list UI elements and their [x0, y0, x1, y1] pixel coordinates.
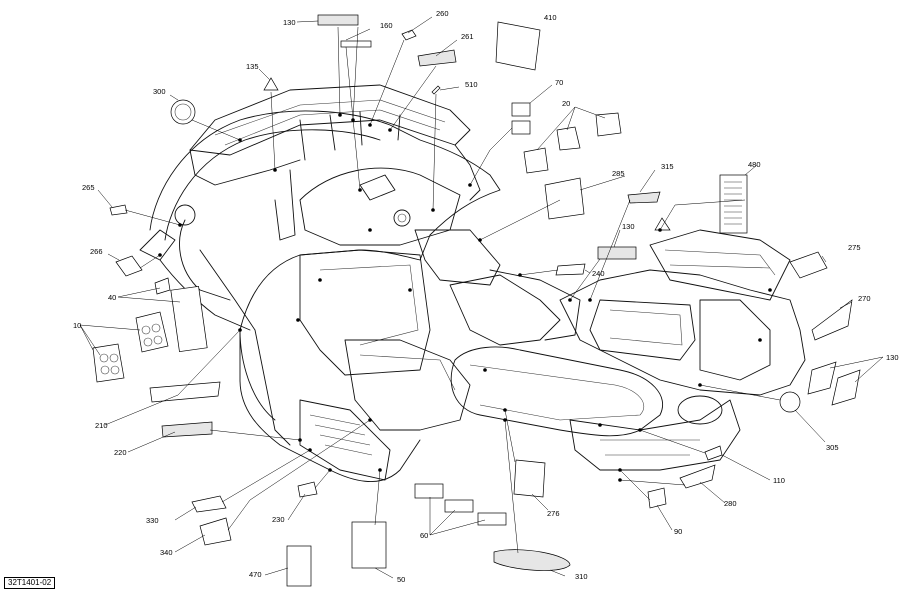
decal-315: [627, 191, 661, 204]
decal-276: [513, 459, 546, 498]
decal-70-b: [511, 120, 531, 135]
decal-410: [495, 21, 541, 71]
decal-40-large: [170, 285, 208, 353]
callout-240: 240: [592, 269, 605, 278]
callout-276: 276: [547, 509, 560, 518]
callout-330: 330: [146, 516, 159, 525]
leader-lines: [79, 16, 884, 579]
callout-270: 270: [858, 294, 871, 303]
callout-410: 410: [544, 13, 557, 22]
callout-275: 275: [848, 243, 861, 252]
decal-10-a: [135, 311, 169, 353]
decal-warning-triangle-rear: [654, 217, 671, 231]
decal-265: [109, 204, 128, 216]
decal-70-a: [511, 102, 531, 117]
decal-90: [647, 487, 667, 509]
callout-261: 261: [461, 32, 474, 41]
callout-230: 230: [272, 515, 285, 524]
decal-110: [704, 445, 723, 461]
decal-10-b: [92, 343, 125, 383]
decal-20-b: [595, 112, 622, 137]
decal-261: [417, 49, 457, 67]
callout-305: 305: [826, 443, 839, 452]
callout-labels: 130 160 260 410 261 135 510 300 70 20 31…: [73, 9, 899, 584]
decal-60-b: [444, 499, 474, 513]
callout-135: 135: [246, 62, 259, 71]
callout-315: 315: [661, 162, 674, 171]
callout-10: 10: [73, 321, 81, 330]
decal-510: [431, 85, 441, 95]
callout-20: 20: [562, 99, 570, 108]
callout-70: 70: [555, 78, 563, 87]
decal-310: [493, 549, 571, 571]
callout-50: 50: [397, 575, 405, 584]
decal-300-round: [170, 99, 196, 125]
callout-110: 110: [773, 476, 785, 485]
callout-130-top: 130: [283, 18, 296, 27]
decal-60-c: [477, 512, 507, 526]
decal-130-right-b: [831, 369, 861, 406]
callout-480: 480: [748, 160, 761, 169]
decal-130-right-a: [807, 361, 837, 395]
decal-210-can-am: [149, 381, 221, 403]
callout-90: 90: [674, 527, 682, 536]
decal-20-a: [556, 126, 581, 151]
decal-266: [115, 255, 143, 277]
callout-266: 266: [90, 247, 103, 256]
decal-20-c: [523, 147, 549, 174]
decal-shapes: [92, 14, 861, 587]
callout-280: 280: [724, 499, 737, 508]
decal-230: [297, 481, 318, 498]
callout-300: 300: [153, 87, 166, 96]
decal-330: [191, 495, 227, 513]
decal-220-outlander: [161, 421, 213, 438]
decal-160: [340, 40, 372, 48]
vehicle-body-outline: [139, 84, 806, 482]
decal-270: [811, 299, 853, 341]
decal-135-warning: [263, 77, 279, 91]
callout-160: 160: [380, 21, 393, 30]
callout-130-mid: 130: [622, 222, 635, 231]
decal-60-a: [414, 483, 444, 499]
callout-60: 60: [420, 531, 428, 540]
figure-reference-code: 32T1401-02: [4, 577, 56, 589]
callout-310: 310: [575, 572, 588, 581]
decal-40-small: [154, 277, 171, 295]
decal-50: [351, 521, 387, 569]
attachment-dots: [158, 113, 772, 482]
callout-510: 510: [465, 80, 478, 89]
decal-285: [544, 177, 585, 220]
decal-130-top: [317, 14, 359, 26]
callout-285: 285: [612, 169, 625, 178]
decal-275: [789, 251, 828, 279]
callout-340: 340: [160, 548, 173, 557]
callout-40: 40: [108, 293, 116, 302]
decal-340: [199, 517, 232, 546]
callout-130-right: 130: [886, 353, 899, 362]
callout-260: 260: [436, 9, 449, 18]
decal-240: [555, 263, 586, 276]
decal-130-mid: [597, 246, 637, 260]
decal-470: [286, 545, 312, 587]
callout-220: 220: [114, 448, 127, 457]
callout-265: 265: [82, 183, 95, 192]
callout-470: 470: [249, 570, 262, 579]
callout-210: 210: [95, 421, 108, 430]
decal-480-label: [719, 174, 748, 234]
decal-260: [401, 29, 417, 41]
decal-280: [679, 464, 716, 489]
decal-305-round: [779, 391, 801, 413]
